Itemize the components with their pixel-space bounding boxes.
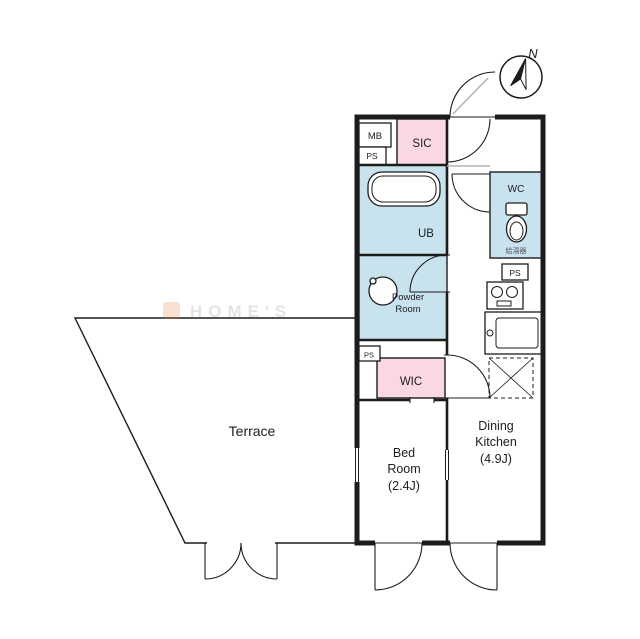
ps-mid-label: PS (509, 268, 521, 278)
sliding-door (445, 450, 449, 480)
sic-label: SIC (412, 138, 431, 150)
north-label: N (528, 46, 538, 61)
powder-room-label-1: Powder (392, 292, 424, 303)
wall-opening-sills (375, 116, 497, 544)
compass: N (499, 46, 543, 99)
powder-sink-icon (368, 276, 398, 306)
balcony-door-arc (449, 542, 498, 591)
door-arc (240, 542, 278, 580)
watermark: HOME'S (163, 302, 292, 321)
bedroom-label-2: Room (387, 462, 420, 476)
water-heater-label: 給湯器 (506, 246, 527, 255)
doors (374, 71, 498, 591)
bathtub-icon (367, 171, 441, 207)
hall-door-arc (446, 118, 491, 163)
stove-icon (486, 281, 524, 310)
mb-label: MB (368, 131, 382, 142)
watermark-logo (163, 302, 180, 319)
powder-door-arc (409, 254, 448, 293)
door-arc (204, 542, 242, 580)
ps-top-label: PS (366, 151, 378, 161)
balcony-door-arc (374, 542, 423, 591)
terrace-door (204, 542, 278, 580)
bedroom-label-1: Bed (393, 446, 415, 460)
kitchen-sink-icon (484, 311, 544, 355)
powder-room-label-2: Room (395, 304, 420, 315)
pipe-space-mid (501, 263, 529, 281)
dining-kitchen-label-2: Kitchen (475, 435, 517, 449)
wc-label: WC (508, 184, 525, 195)
ps-wic-label: PS (364, 351, 374, 360)
bedroom-door-arc (446, 354, 491, 399)
entrance-door-arc (449, 71, 496, 118)
terrace-label: Terrace (229, 423, 276, 439)
toilet-icon (505, 202, 528, 243)
room-wic (376, 357, 446, 399)
dining-kitchen-label-1: Dining (478, 419, 513, 433)
wc-door-arc (451, 173, 491, 213)
refrigerator-space (488, 357, 534, 399)
watermark-text: HOME'S (190, 302, 292, 321)
dining-kitchen-size-label: (4.9J) (480, 452, 512, 466)
terrace-outline (73, 317, 355, 544)
bedroom-size-label: (2.4J) (388, 479, 420, 493)
wic-label: WIC (400, 376, 422, 388)
compass-needle (510, 58, 527, 90)
ub-label: UB (418, 228, 434, 240)
entrance-door-leaf (452, 77, 489, 115)
terrace-window (355, 448, 359, 482)
terrace-area: Terrace (73, 317, 355, 580)
outer-wall (354, 114, 546, 546)
